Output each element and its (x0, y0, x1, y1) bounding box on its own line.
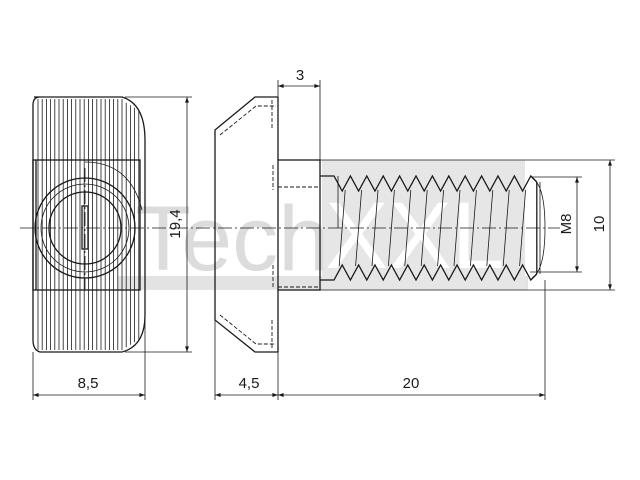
svg-text:Tech: Tech (135, 188, 329, 290)
dim-nut-height: 19,4 (167, 209, 184, 238)
slot (81, 205, 89, 250)
dim-shoulder-diameter: 10 (591, 216, 608, 233)
nut-front-view (32, 96, 146, 353)
knurl-ribs (37, 99, 140, 350)
dim-head-thickness: 4,5 (239, 375, 260, 392)
dim-nut-width: 8,5 (78, 375, 99, 392)
extension-lines (32, 80, 615, 400)
dim-thread-length: 20 (403, 375, 420, 392)
dimension-lines (33, 84, 612, 397)
dim-shoulder-length: 3 (296, 67, 304, 84)
dim-thread-size: M8 (558, 214, 575, 235)
